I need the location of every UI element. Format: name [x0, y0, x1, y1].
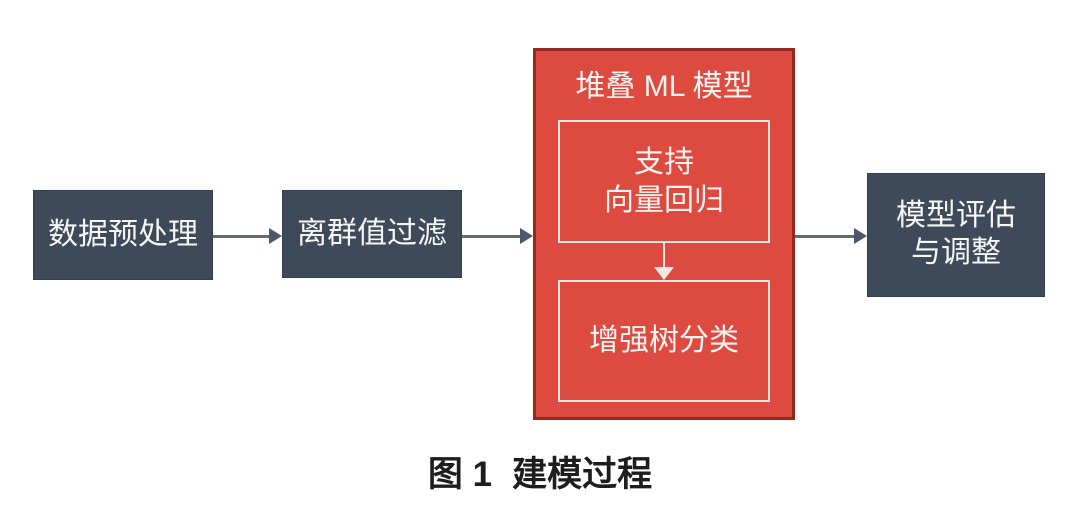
connector-arrow-shaft: [795, 235, 855, 238]
flow-node-data-preprocessing: 数据预处理: [33, 190, 213, 280]
flow-node-boosted-tree-classification: 增强树分类: [558, 280, 770, 402]
connector-arrowhead-icon: [520, 228, 533, 244]
figure-caption: 图 1 建模过程: [0, 446, 1080, 497]
inner-down-arrowhead-icon: [654, 267, 674, 280]
connector-arrow-shaft: [462, 235, 521, 238]
node-label-line1: 模型评估: [896, 199, 1016, 233]
node-label-line2: 与调整: [911, 236, 1001, 269]
node-label-line1: 支持: [634, 146, 694, 179]
node-label: 离群值过滤: [297, 216, 447, 250]
flow-node-model-evaluation-tuning: 模型评估 与调整: [867, 173, 1045, 297]
node-label: 数据预处理: [48, 217, 198, 251]
node-label-line2: 向量回归: [604, 183, 724, 217]
connector-arrowhead-icon: [269, 228, 282, 244]
inner-down-arrow-shaft: [663, 243, 665, 269]
node-label: 增强树分类: [589, 324, 739, 358]
stack-container-title: 堆叠 ML 模型: [575, 70, 753, 103]
flow-node-support-vector-regression: 支持 向量回归: [558, 120, 770, 243]
figure-caption-title: 建模过程: [512, 455, 653, 494]
figure-caption-number: 图 1: [427, 455, 493, 494]
connector-arrowhead-icon: [854, 228, 867, 244]
flow-node-outlier-filtering: 离群值过滤: [282, 190, 462, 278]
connector-arrow-shaft: [213, 235, 270, 238]
flow-container-stacked-ml-model: 堆叠 ML 模型 支持 向量回归 增强树分类: [533, 48, 795, 420]
